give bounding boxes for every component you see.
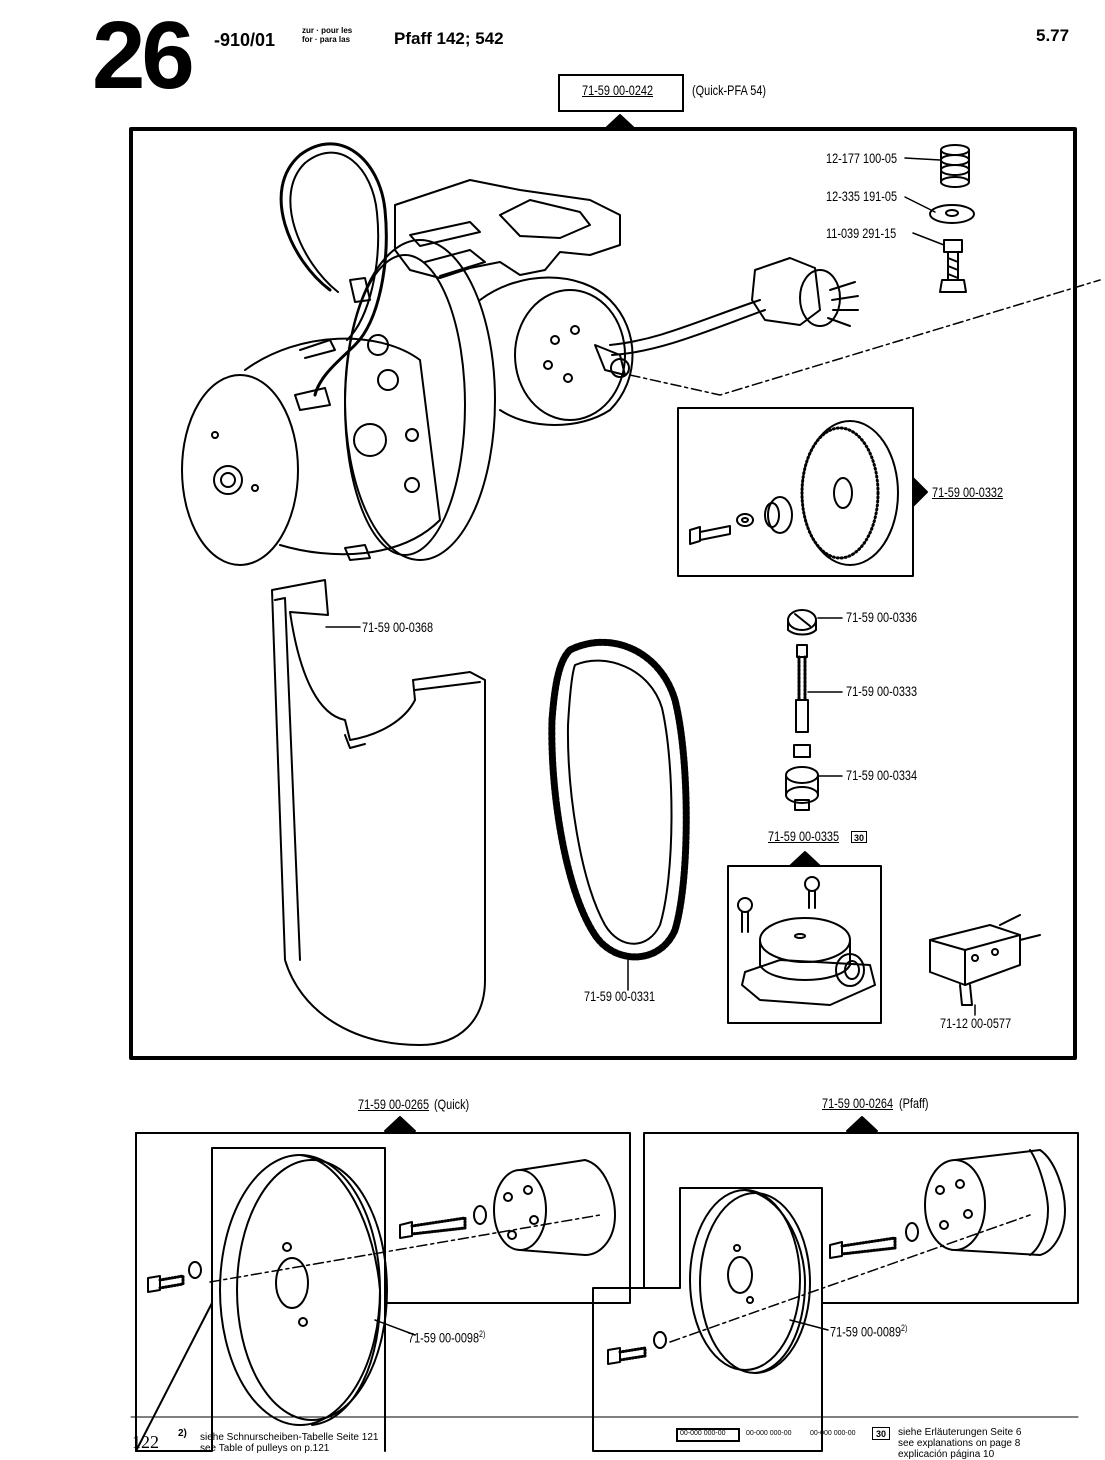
- label-belt: 71-59 00-0331: [584, 988, 656, 1004]
- legend-extra: explicación página 10: [898, 1449, 995, 1460]
- label-microswitch: 71-12 00-0577: [940, 1015, 1012, 1031]
- legend-badge: 30: [872, 1427, 890, 1440]
- label-washer: 12-335 191-05: [826, 188, 898, 204]
- label-pfaff-note: (Pfaff): [899, 1095, 929, 1111]
- footnote-marker: 2): [178, 1428, 187, 1439]
- pin-drawing: [795, 644, 809, 733]
- legend-en: see explanations on page 8: [898, 1438, 1021, 1449]
- footnote-en: see Table of pulleys on p.121: [200, 1443, 330, 1454]
- label-quick-pulley-ref: 2): [479, 1329, 486, 1339]
- main-assembly-note: (Quick-PFA 54): [692, 82, 767, 98]
- for-label: zur · pour les for · para las: [302, 26, 352, 44]
- for-label-line-1: zur · pour les: [302, 26, 353, 35]
- label-quick-pulley-number: 71-59 00-0098: [408, 1329, 480, 1346]
- switch-assembly-drawing: [737, 876, 876, 1006]
- footnote-de: siehe Schnurscheiben-Tabelle Seite 121: [200, 1432, 379, 1443]
- label-pulley-kit: 71-59 00-0332: [932, 484, 1004, 500]
- washer-drawing: [929, 204, 975, 224]
- label-quick-note: (Quick): [434, 1096, 470, 1112]
- switch-assembly-badge: 30: [851, 831, 867, 843]
- label-belt-guard: 71-59 00-0368: [362, 619, 434, 635]
- label-switch-assembly: 71-59 00-0335: [768, 828, 840, 844]
- legend-code-1: 00-000 000-00: [680, 1430, 726, 1437]
- quick-pulley-drawing: [147, 1154, 616, 1426]
- belt-guard-drawing: [271, 579, 486, 1046]
- legend-code-3: 00-000 000-00: [810, 1430, 856, 1437]
- belt-drawing: [548, 638, 690, 961]
- legend-de: siehe Erläuterungen Seite 6: [898, 1427, 1022, 1438]
- legend-code-2: 00-000 000-00: [746, 1430, 792, 1437]
- pfaff-pulley-drawing: [607, 1149, 1066, 1374]
- label-quick-pulley: 71-59 00-00982): [408, 1329, 485, 1346]
- footnote-text: siehe Schnurscheiben-Tabelle Seite 121 s…: [200, 1432, 378, 1454]
- main-assembly-box: [558, 74, 684, 112]
- label-quick-assembly: 71-59 00-0265: [358, 1096, 430, 1112]
- page-date: 5.77: [1036, 26, 1070, 45]
- label-cap: 71-59 00-0336: [846, 609, 918, 625]
- main-frame-pointer: [604, 114, 636, 130]
- label-pfaff-pulley-number: 71-59 00-0089: [830, 1323, 902, 1340]
- section-number: 26: [92, 2, 195, 109]
- label-pin: 71-59 00-0333: [846, 683, 918, 699]
- main-frame: [129, 127, 1077, 1060]
- legend-box: [676, 1428, 740, 1442]
- pfaff-assembly-frame: [592, 1132, 1079, 1452]
- spring-drawing: [940, 144, 970, 188]
- cap-drawing: [787, 609, 817, 636]
- for-label-line-2: for · para las: [302, 35, 351, 44]
- pulley-kit-drawing: [689, 420, 899, 566]
- label-sleeve: 71-59 00-0334: [846, 767, 918, 783]
- label-screw: 11-039 291-15: [826, 225, 897, 241]
- machine-title: Pfaff 142; 542: [394, 29, 504, 48]
- label-spring: 12-177 100-05: [826, 150, 898, 166]
- quick-assembly-frame: [135, 1132, 631, 1452]
- label-pfaff-assembly: 71-59 00-0264: [822, 1095, 894, 1111]
- switch-assembly-box: [727, 865, 882, 1024]
- main-assembly-part-number: 71-59 00-0242: [582, 82, 654, 98]
- sleeve-drawing: [785, 744, 819, 811]
- group-code: -910/01: [214, 30, 276, 50]
- page-number: 122: [132, 1432, 159, 1452]
- screw-drawing: [939, 239, 967, 293]
- legend-text: siehe Erläuterungen Seite 6 see explanat…: [898, 1427, 1021, 1460]
- label-pfaff-pulley: 71-59 00-00892): [830, 1323, 907, 1340]
- motor-drawing: [181, 142, 859, 566]
- microswitch-drawing: [929, 914, 1041, 1006]
- label-pfaff-pulley-ref: 2): [901, 1323, 908, 1333]
